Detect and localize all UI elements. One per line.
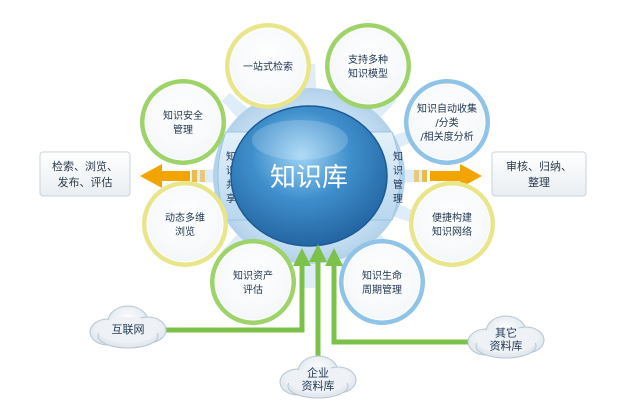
cloud-core <box>98 317 158 343</box>
right-box-line: 整理 <box>528 175 550 189</box>
node-auto-collect: 知识自动收集/分类/相关度分析 <box>404 79 490 165</box>
cloud-core <box>476 327 536 353</box>
feature-nodes: 一站式检索支持多种知识模型知识自动收集/分类/相关度分析便捷构建知识网络知识生命… <box>140 23 495 325</box>
green-arrows <box>165 244 478 360</box>
node-face <box>413 185 491 263</box>
tab-label-char: 知 <box>393 150 403 163</box>
node-face <box>214 243 292 321</box>
tab-label-char: 知 <box>226 150 236 163</box>
tab-label-char: 管 <box>393 178 403 191</box>
node-label: 动态多维 <box>165 211 205 224</box>
center-knowledge-base: 知识库 <box>230 105 388 247</box>
node-label: 知识生命 <box>362 269 402 282</box>
node-face <box>229 27 307 105</box>
cloud-label: 资料库 <box>490 339 523 353</box>
cloud-internet: 互联网 <box>89 305 167 349</box>
cloud-label: 其它 <box>495 326 517 340</box>
node-label: 知识安全 <box>163 109 203 122</box>
node-label: 评估 <box>243 283 263 296</box>
left-orange-arrow <box>140 164 205 188</box>
right-box-line: 审核、归纳、 <box>506 159 572 173</box>
node-label: /相关度分析 <box>420 130 473 143</box>
node-label: 便捷构建 <box>432 211 472 224</box>
cloud-label: 资料库 <box>302 379 335 393</box>
cloud-core <box>288 367 348 393</box>
node-face <box>329 27 407 105</box>
right-output-box: 审核、归纳、 整理 <box>491 151 587 197</box>
node-face <box>146 185 224 263</box>
right-orange-arrow <box>414 164 482 188</box>
node-label: 管理 <box>173 123 193 136</box>
node-face <box>408 83 486 161</box>
tab-label-char: 理 <box>393 193 403 205</box>
center-label: 知识库 <box>270 163 348 193</box>
node-label: 知识资产 <box>233 269 273 282</box>
node-face <box>144 83 222 161</box>
node-face <box>343 243 421 321</box>
node-label: 知识模型 <box>348 67 388 80</box>
node-label: 支持多种 <box>348 53 388 66</box>
node-one-stop-search: 一站式检索 <box>225 23 311 109</box>
node-label: 一站式检索 <box>243 60 293 73</box>
left-output-box: 检索、浏览、 发布、评估 <box>39 151 131 197</box>
node-label: 知识自动收集 <box>417 102 477 115</box>
node-label: /分类 <box>435 116 458 129</box>
cloud-label: 互联网 <box>112 323 145 336</box>
node-label: 浏览 <box>175 225 195 238</box>
node-label: 周期管理 <box>362 283 402 296</box>
cloud-label: 企业 <box>307 366 329 380</box>
left-box-line: 检索、浏览、 <box>52 159 118 173</box>
tab-label-char: 享 <box>226 192 236 205</box>
node-label: 知识网络 <box>432 225 472 238</box>
tab-label-char: 识 <box>393 165 403 177</box>
left-box-line: 发布、评估 <box>58 175 113 189</box>
